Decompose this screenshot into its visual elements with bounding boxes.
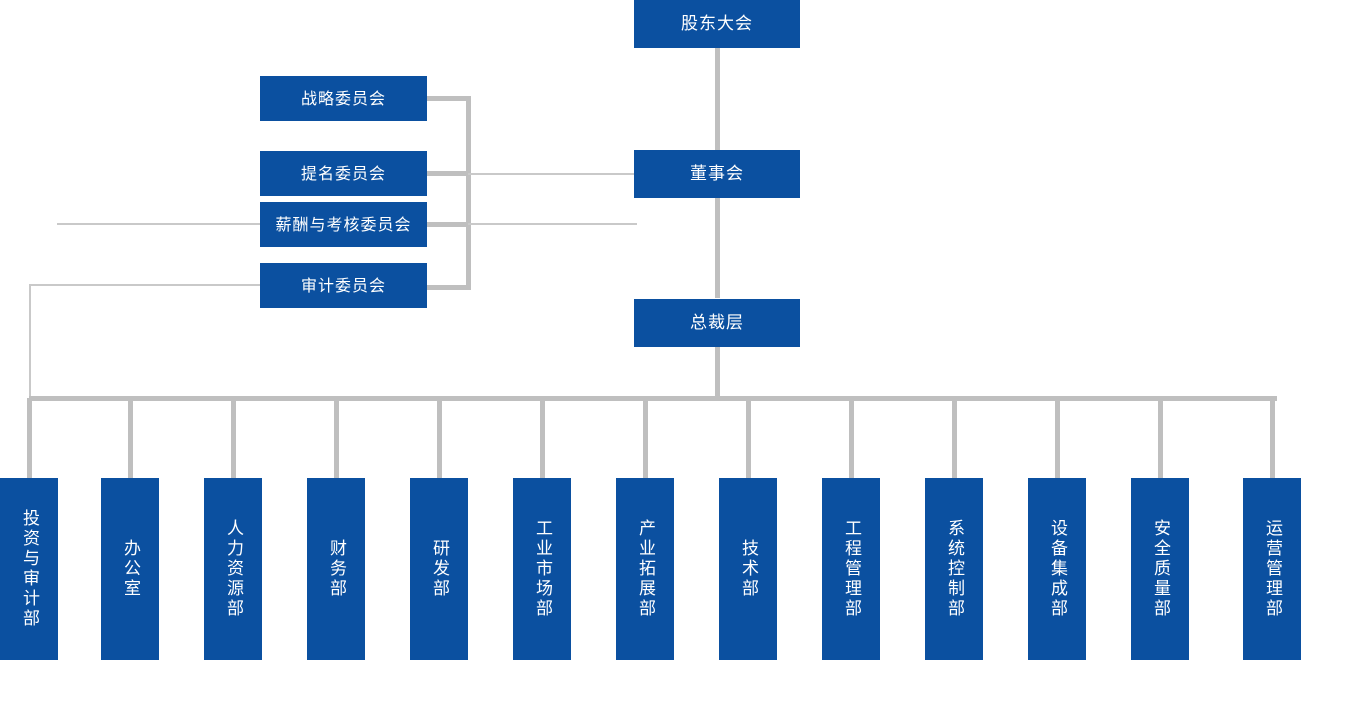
node-department-system-control[interactable]: 系统控制部 [925, 478, 983, 660]
node-label: 工程管理部 [841, 519, 862, 619]
node-department-investment-audit[interactable]: 投资与审计部 [0, 478, 58, 660]
node-department-operation-management[interactable]: 运营管理部 [1243, 478, 1301, 660]
node-label: 战略委员会 [300, 88, 386, 108]
connector-drop-industrial-market [540, 398, 545, 478]
node-label: 工业市场部 [532, 519, 553, 619]
node-label: 系统控制部 [944, 519, 965, 619]
node-shareholders-meeting[interactable]: 股东大会 [634, 0, 800, 48]
connector-drop-equipment-integration [1055, 398, 1060, 478]
connector-strategy-stub [427, 96, 469, 101]
node-label: 审计委员会 [300, 275, 386, 295]
node-department-engineering-management[interactable]: 工程管理部 [822, 478, 880, 660]
connector-committee-bus [466, 96, 471, 290]
connector-drop-rnd [437, 398, 442, 478]
connector-shareholders-to-board [715, 48, 720, 152]
node-label: 投资与审计部 [19, 509, 40, 629]
connector-president-to-dept-bus [715, 346, 720, 400]
node-strategy-committee[interactable]: 战略委员会 [260, 76, 427, 121]
node-label: 安全质量部 [1150, 519, 1171, 619]
node-label: 薪酬与考核委员会 [275, 214, 412, 234]
connector-nomination-stub [427, 171, 469, 176]
node-label: 总裁层 [690, 312, 744, 333]
node-label: 产业拓展部 [635, 519, 656, 619]
connector-drop-safety-quality [1158, 398, 1163, 478]
connector-drop-investment-audit [27, 398, 32, 478]
node-department-equipment-integration[interactable]: 设备集成部 [1028, 478, 1086, 660]
connector-department-bus [29, 396, 1277, 401]
node-department-technology[interactable]: 技术部 [719, 478, 777, 660]
node-label: 股东大会 [681, 13, 753, 34]
node-label: 运营管理部 [1262, 519, 1283, 619]
connector-drop-human-resources [231, 398, 236, 478]
node-label: 研发部 [429, 539, 450, 599]
node-audit-committee[interactable]: 审计委员会 [260, 263, 427, 308]
node-compensation-committee[interactable]: 薪酬与考核委员会 [260, 202, 427, 247]
node-label: 技术部 [738, 539, 759, 599]
node-label: 办公室 [120, 539, 141, 599]
node-nomination-committee[interactable]: 提名委员会 [260, 151, 427, 196]
connector-compensation-right [468, 223, 637, 225]
connector-drop-office [128, 398, 133, 478]
node-department-safety-quality[interactable]: 安全质量部 [1131, 478, 1189, 660]
connector-audit-stub [427, 285, 469, 290]
node-label: 人力资源部 [223, 519, 244, 619]
node-label: 设备集成部 [1047, 519, 1068, 619]
connector-audit-left [29, 284, 261, 286]
connector-drop-technology [746, 398, 751, 478]
node-department-finance[interactable]: 财务部 [307, 478, 365, 660]
connector-drop-engineering-management [849, 398, 854, 478]
connector-drop-industry-expansion [643, 398, 648, 478]
node-department-office[interactable]: 办公室 [101, 478, 159, 660]
connector-compensation-stub [427, 222, 469, 227]
node-department-human-resources[interactable]: 人力资源部 [204, 478, 262, 660]
connector-drop-system-control [952, 398, 957, 478]
node-label: 董事会 [690, 163, 744, 184]
connector-committee-bus-to-board [468, 173, 636, 175]
connector-drop-operation-management [1270, 398, 1275, 478]
connector-board-to-president [715, 196, 720, 298]
node-department-industry-expansion[interactable]: 产业拓展部 [616, 478, 674, 660]
connector-compensation-left [57, 223, 261, 225]
node-label: 财务部 [326, 539, 347, 599]
node-department-rnd[interactable]: 研发部 [410, 478, 468, 660]
node-department-industrial-market[interactable]: 工业市场部 [513, 478, 571, 660]
node-label: 提名委员会 [300, 163, 386, 183]
node-board-of-directors[interactable]: 董事会 [634, 150, 800, 198]
node-president-level[interactable]: 总裁层 [634, 299, 800, 347]
connector-drop-finance [334, 398, 339, 478]
connector-audit-down [29, 284, 31, 398]
